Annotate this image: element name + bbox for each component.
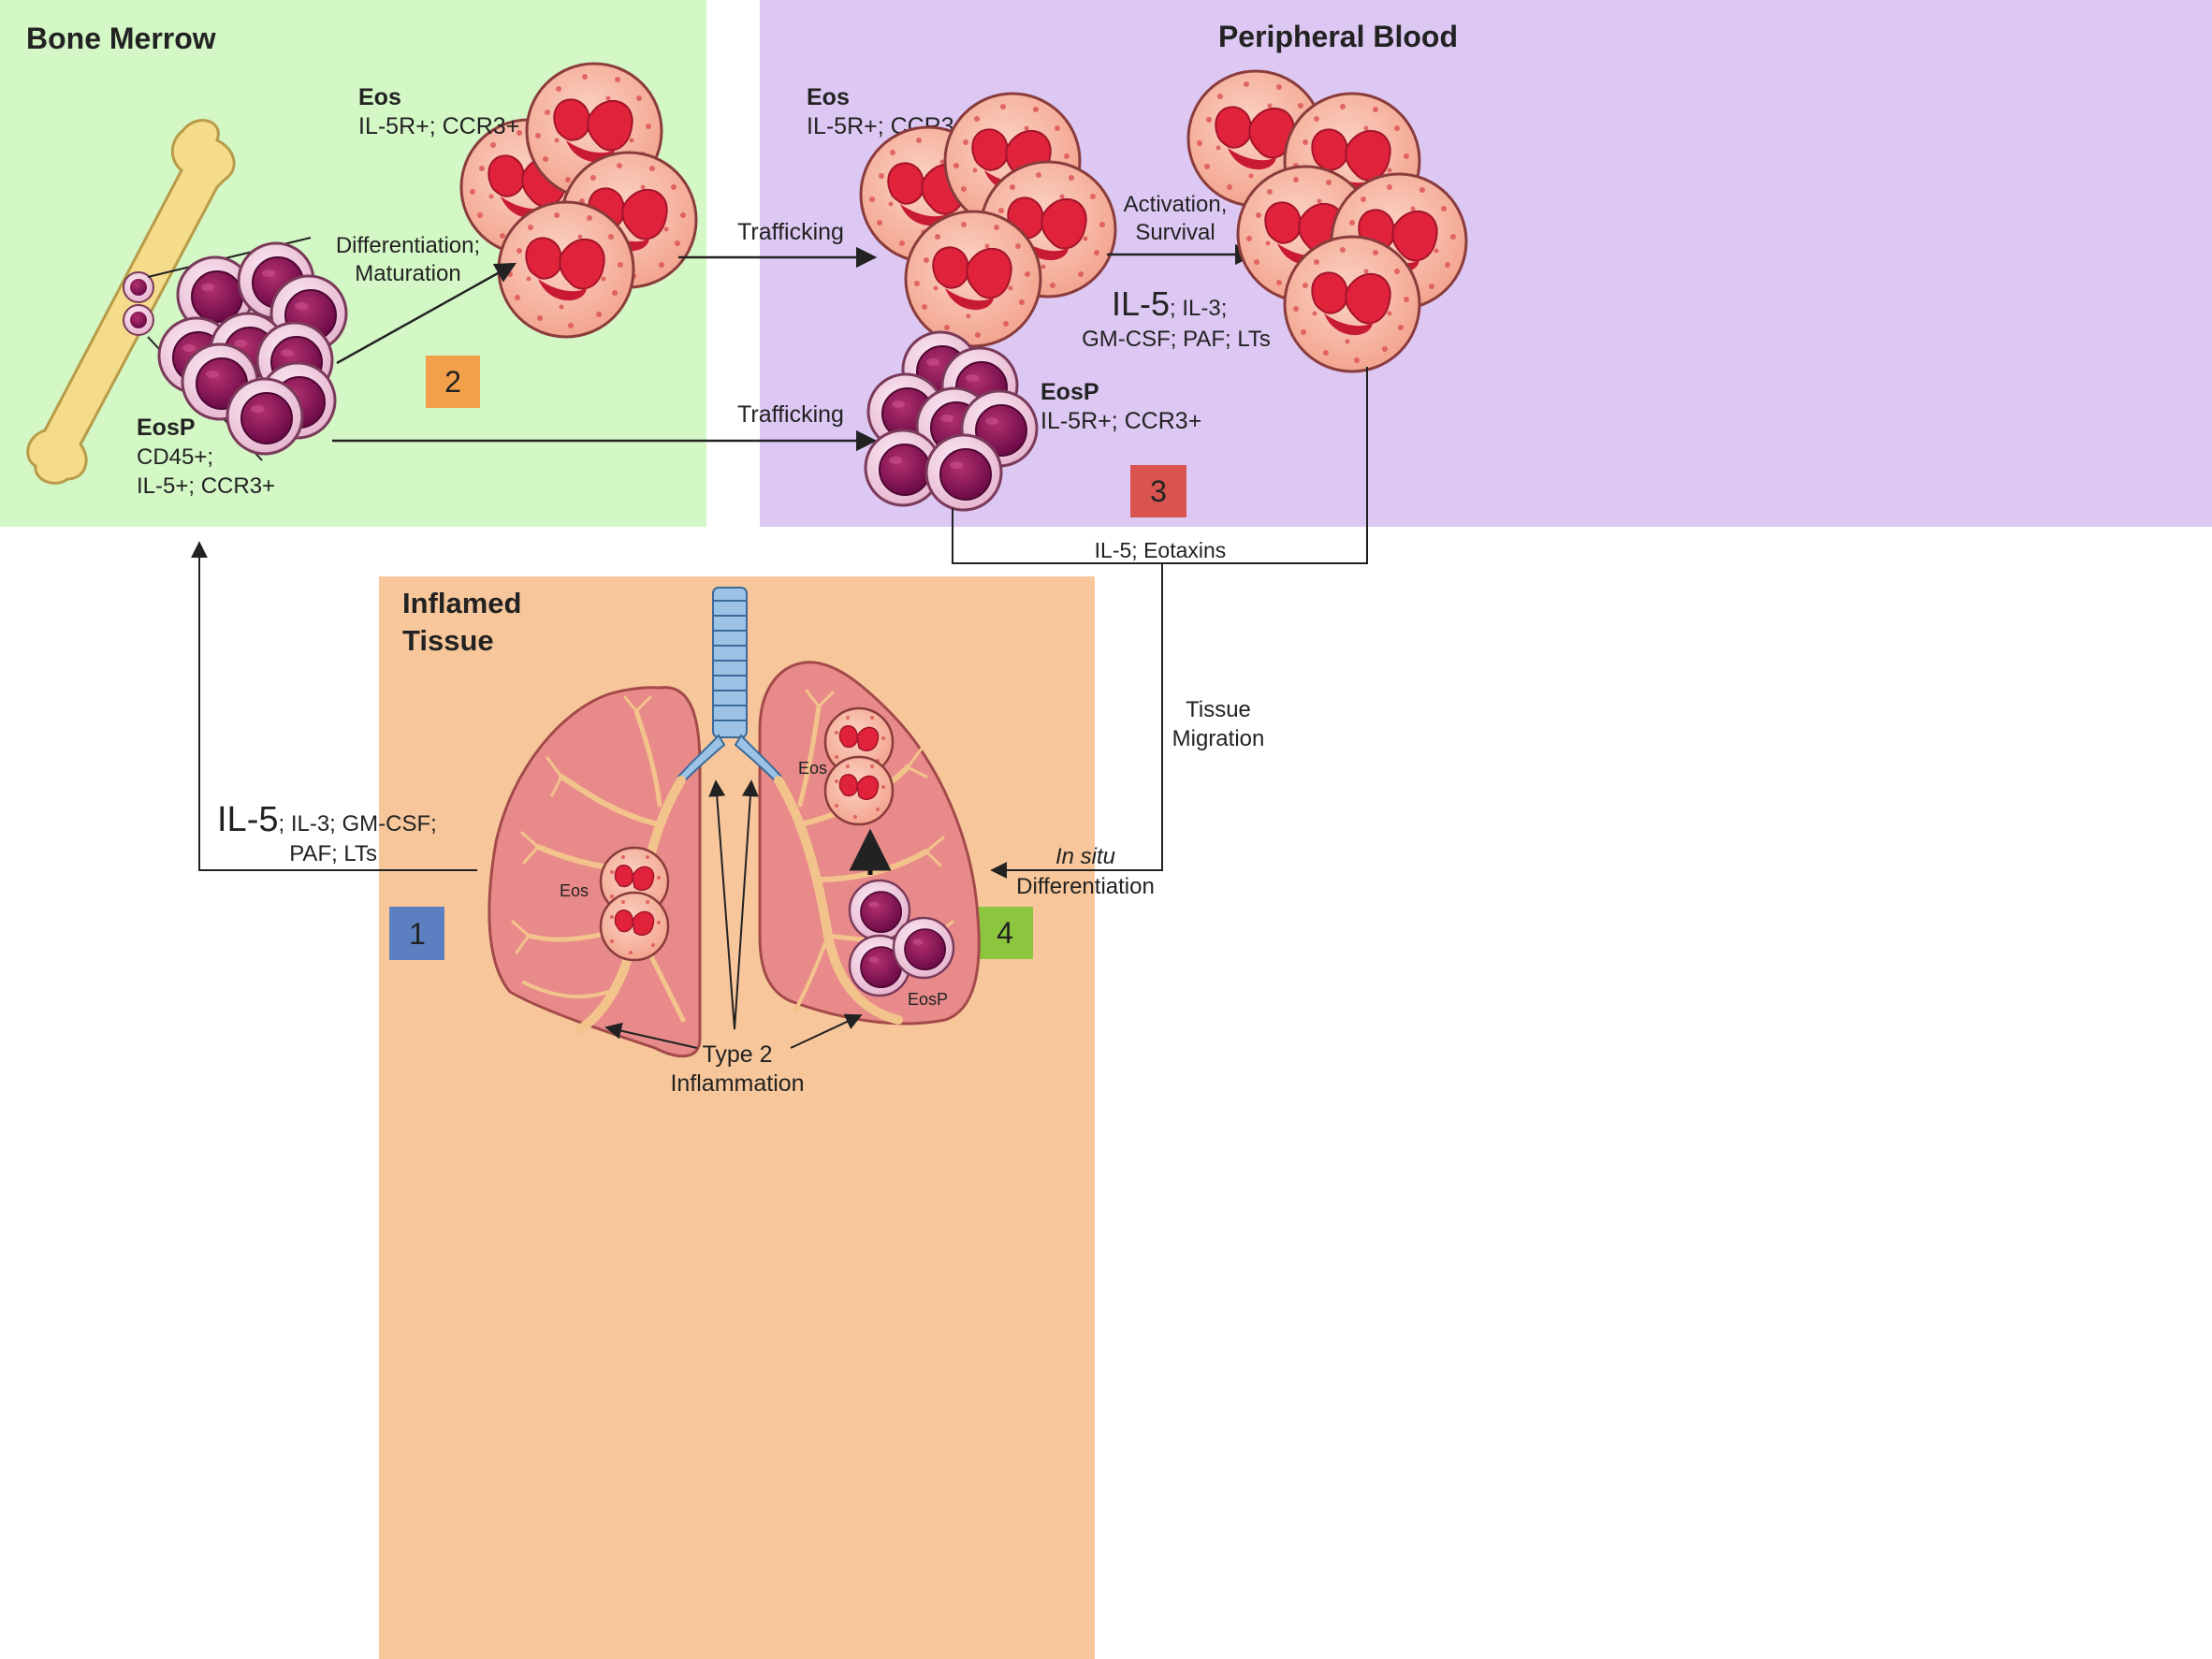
pb-eosp-markers: IL-5R+; CCR3+ [1041,408,1201,434]
badge-4: 4 [977,907,1033,959]
lung-eos-left-label: Eos [560,881,589,900]
bm-eosp-line2: IL-5+; CCR3+ [137,473,275,499]
pb-cytokine-line1: IL-5; IL-3; [1112,284,1227,323]
type2-label-line2: Inflammation [670,1070,804,1097]
bone-illustration [26,119,236,485]
differentiation-label-line1: Differentiation; [336,233,480,258]
inflamed-tissue-title-line1: Inflamed [402,587,521,619]
tissue-migration-line2: Migration [1172,726,1265,751]
type2-inflammation-arrows [604,779,863,1049]
pb-eosp-title: EosP [1041,379,1099,405]
badge-1: 1 [389,907,444,960]
activation-label-line2: Survival [1135,220,1215,245]
lung-eos-right-cells [823,706,895,826]
inflamed-tissue-panel [379,576,1095,1659]
trafficking-label-top: Trafficking [737,219,844,245]
badge-3-number: 3 [1150,474,1167,508]
badge-3: 3 [1130,465,1186,517]
left-cytokine-line2: PAF; LTs [289,841,377,866]
pb-eos-title: Eos [807,84,850,110]
pb-cytokine-rest: ; IL-3; [1170,296,1227,321]
peripheral-blood-title: Peripheral Blood [1218,20,1458,53]
tissue-migration-line1: Tissue [1186,697,1251,722]
pb-cytokine-big: IL-5 [1112,284,1170,323]
badge-2-number: 2 [444,365,461,399]
differentiation-label-line2: Maturation [355,261,460,286]
badge-2: 2 [426,356,480,408]
pb-cytokine-line2: GM-CSF; PAF; LTs [1082,327,1271,352]
eotaxins-label: IL-5; Eotaxins [1095,538,1227,562]
lung-eos-left-cells [599,846,670,962]
lung-eos-right-label: Eos [798,759,827,778]
left-cytokine-big: IL-5 [217,800,278,839]
bm-eos-title: Eos [358,84,401,110]
eotaxin-bracket [952,367,1368,564]
type2-label-line1: Type 2 [702,1041,772,1068]
lung-eosp-label: EosP [908,990,948,1009]
in-situ-line2: Differentiation [1016,874,1155,899]
tissue-migration-arrow [990,563,1163,879]
cytokine-feedback-arrow [191,541,477,871]
in-situ-label: In situ [1055,844,1115,869]
badge-4-number: 4 [997,916,1013,950]
bone-marrow-title: Bone Merrow [26,22,216,55]
badge-1-number: 1 [409,917,426,951]
bone-progenitor-cells [123,271,154,336]
inflamed-tissue-title-line2: Tissue [402,624,494,657]
trafficking-label-bottom: Trafficking [737,401,844,428]
bm-eosp-line1: CD45+; [137,444,213,470]
bm-eos-markers: IL-5R+; CCR3+ [358,113,519,139]
bm-eosp-title: EosP [137,415,196,441]
left-cytokine-line1: IL-5; IL-3; GM-CSF; [217,800,437,839]
activation-label-line1: Activation, [1124,192,1228,217]
differentiation-arrow [336,262,517,365]
left-cytokine-rest: ; IL-3; GM-CSF; [278,811,436,837]
